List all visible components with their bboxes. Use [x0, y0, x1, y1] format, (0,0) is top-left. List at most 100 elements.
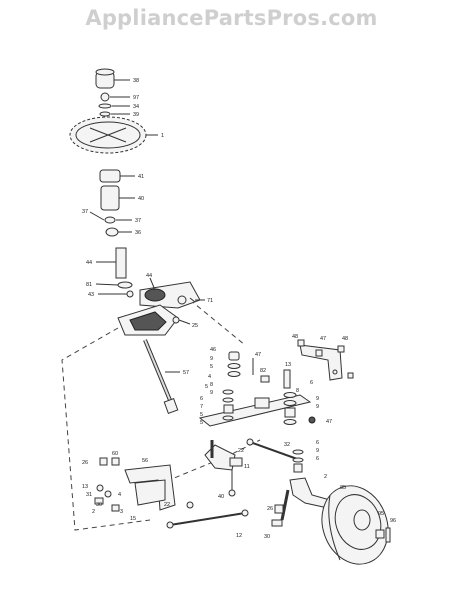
steering-gear-assembly: [139, 281, 201, 309]
callout-3: 3: [120, 509, 123, 515]
spacer: [99, 111, 111, 117]
reference-line-right: [189, 299, 246, 346]
callout-6d: 6: [316, 456, 319, 462]
spindle-nut: [228, 489, 236, 497]
steering-base-plate: [117, 304, 179, 336]
site-watermark: AppliancePartsPros.com: [85, 6, 378, 30]
callout-25: 25: [192, 323, 198, 329]
callout-26b: 26: [82, 460, 88, 466]
callout-13: 13: [285, 362, 291, 368]
steering-wheel: [69, 116, 147, 154]
callout-71: 71: [207, 298, 213, 304]
callout-6c: 6: [316, 440, 319, 446]
reference-line-left: [61, 327, 151, 531]
callout-5c: 5: [200, 420, 203, 426]
bushing: [105, 227, 119, 237]
callout-30: 30: [264, 534, 270, 540]
callout-6b: 6: [200, 396, 203, 402]
callout-9a: 9: [210, 356, 213, 362]
pivot-pin: [283, 369, 291, 389]
callout-60: 60: [112, 451, 118, 457]
callout-38: 38: [133, 78, 139, 84]
callout-46: 46: [210, 347, 216, 353]
callout-labels: 38 97 34 39 1 41 40 37 37 36 44 81 43 44…: [82, 78, 396, 540]
callout-9b: 9: [210, 390, 213, 396]
shaft-bushing: [117, 281, 133, 289]
callout-9c: 9: [316, 396, 319, 402]
callout-39: 39: [133, 112, 139, 118]
callout-47a: 47: [255, 352, 261, 358]
bolt: [104, 216, 116, 224]
spindle-left: [204, 440, 243, 471]
tie-rod: [246, 438, 301, 461]
steering-adapter: [99, 169, 121, 183]
leader-lines: [89, 79, 205, 373]
callout-96: 96: [390, 518, 396, 524]
callout-57: 57: [183, 370, 189, 376]
callout-85: 85: [340, 485, 346, 491]
callout-97: 97: [133, 95, 139, 101]
callout-12: 12: [236, 533, 242, 539]
callout-4b: 4: [118, 492, 121, 498]
callout-2b: 2: [92, 509, 95, 515]
callout-32: 32: [284, 442, 290, 448]
spindle-nut-right: [274, 504, 284, 514]
callout-2: 2: [324, 474, 327, 480]
axle-hardware-left: [222, 389, 234, 421]
callout-7: 7: [200, 404, 203, 410]
callout-44a: 44: [86, 260, 92, 266]
bracket-lower-left: [124, 464, 176, 511]
steering-cap: [95, 68, 115, 89]
steering-shaft-upper: [115, 247, 127, 279]
callout-37a: 37: [82, 209, 88, 215]
callout-40b: 40: [218, 494, 224, 500]
callout-6a: 6: [310, 380, 313, 386]
front-wheel: [321, 485, 389, 565]
callout-56: 56: [142, 458, 148, 464]
bracket-hardware: [94, 457, 120, 512]
callout-22b: 22: [164, 502, 170, 508]
callout-44b: 44: [146, 273, 152, 279]
callout-4: 4: [208, 374, 211, 380]
callout-22: 22: [238, 448, 244, 454]
callout-47b: 47: [320, 336, 326, 342]
mounting-bolt: [172, 316, 180, 324]
callout-9e: 9: [316, 448, 319, 454]
callout-31: 31: [86, 492, 92, 498]
steering-bellows: [100, 185, 120, 211]
spindle-washer-right: [271, 519, 283, 527]
callout-34: 34: [133, 104, 139, 110]
callout-5b: 5: [200, 412, 203, 418]
washer: [98, 103, 112, 109]
callout-11: 11: [244, 464, 250, 470]
callout-40: 40: [138, 196, 144, 202]
callout-47c: 47: [326, 419, 332, 425]
callout-43: 43: [88, 292, 94, 298]
callout-5a: 5: [210, 364, 213, 370]
axle-hardware-right: [283, 392, 297, 425]
callout-8a: 8: [210, 382, 213, 388]
callout-9d: 9: [316, 404, 319, 410]
steering-shaft-lower: [143, 339, 179, 414]
washer-small: [126, 290, 134, 298]
callout-37b: 37: [135, 218, 141, 224]
wheel-hardware: [375, 527, 391, 543]
hardware-stack-left: [227, 351, 241, 377]
callout-5d: 5: [205, 384, 208, 390]
drag-link-nut: [186, 501, 194, 509]
grease-fitting: [308, 416, 316, 424]
callout-13b: 13: [82, 484, 88, 490]
bolts-upper-right: [297, 339, 354, 379]
callout-26: 26: [267, 506, 273, 512]
callout-1: 1: [161, 133, 164, 139]
callout-8b: 8: [296, 388, 299, 394]
nut-block: [260, 375, 270, 383]
callout-41: 41: [138, 174, 144, 180]
drag-link: [166, 509, 249, 529]
callout-81: 81: [86, 282, 92, 288]
spindle-hardware-right: [292, 449, 304, 473]
callout-30b: 30: [96, 502, 102, 508]
callout-82: 82: [260, 368, 266, 374]
callout-95: 95: [378, 511, 384, 517]
